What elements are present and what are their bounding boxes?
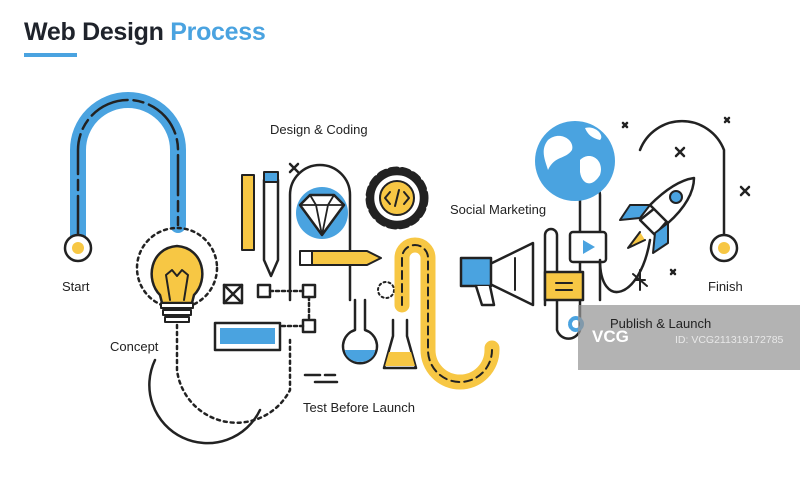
page-title: Web Design Process — [24, 18, 266, 47]
lightbulb-icon — [135, 226, 219, 323]
ruler-icon — [241, 174, 255, 251]
watermark-id: ID: VCG211319172785 — [675, 334, 784, 346]
watermark: VCG ID: VCG211319172785 — [578, 305, 800, 370]
label-design-coding: Design & Coding — [270, 122, 368, 137]
megaphone-icon — [459, 241, 535, 307]
wireframe-icon — [222, 283, 317, 334]
arch-inner-line — [76, 98, 180, 238]
title-main: Web Design — [24, 18, 164, 46]
start-arch — [70, 92, 186, 244]
flask-icon — [341, 281, 418, 370]
watermark-logo: VCG — [592, 327, 629, 346]
title-underline — [24, 53, 77, 57]
start-node-icon — [63, 233, 93, 263]
label-concept: Concept — [110, 339, 159, 354]
sparkle-icon — [632, 269, 648, 291]
pencil-icon — [262, 171, 280, 278]
cross-marks — [288, 116, 751, 276]
label-test: Test Before Launch — [303, 400, 416, 415]
video-chat-icon — [543, 230, 608, 302]
concept-path — [175, 323, 292, 424]
rocket-icon — [619, 176, 696, 254]
label-publish: Publish & Launch — [610, 316, 712, 331]
title-accent: Process — [170, 18, 266, 46]
globe-icon — [535, 121, 615, 201]
yellow-pencil-icon — [299, 250, 382, 266]
code-gear-icon — [365, 166, 429, 230]
finish-node-icon — [709, 233, 739, 263]
dash-lines-icon — [303, 373, 339, 384]
label-finish: Finish — [708, 279, 743, 294]
label-start: Start — [62, 279, 90, 294]
keyboard-icon — [213, 321, 282, 352]
diamond-icon — [296, 187, 348, 239]
label-social: Social Marketing — [450, 202, 547, 217]
